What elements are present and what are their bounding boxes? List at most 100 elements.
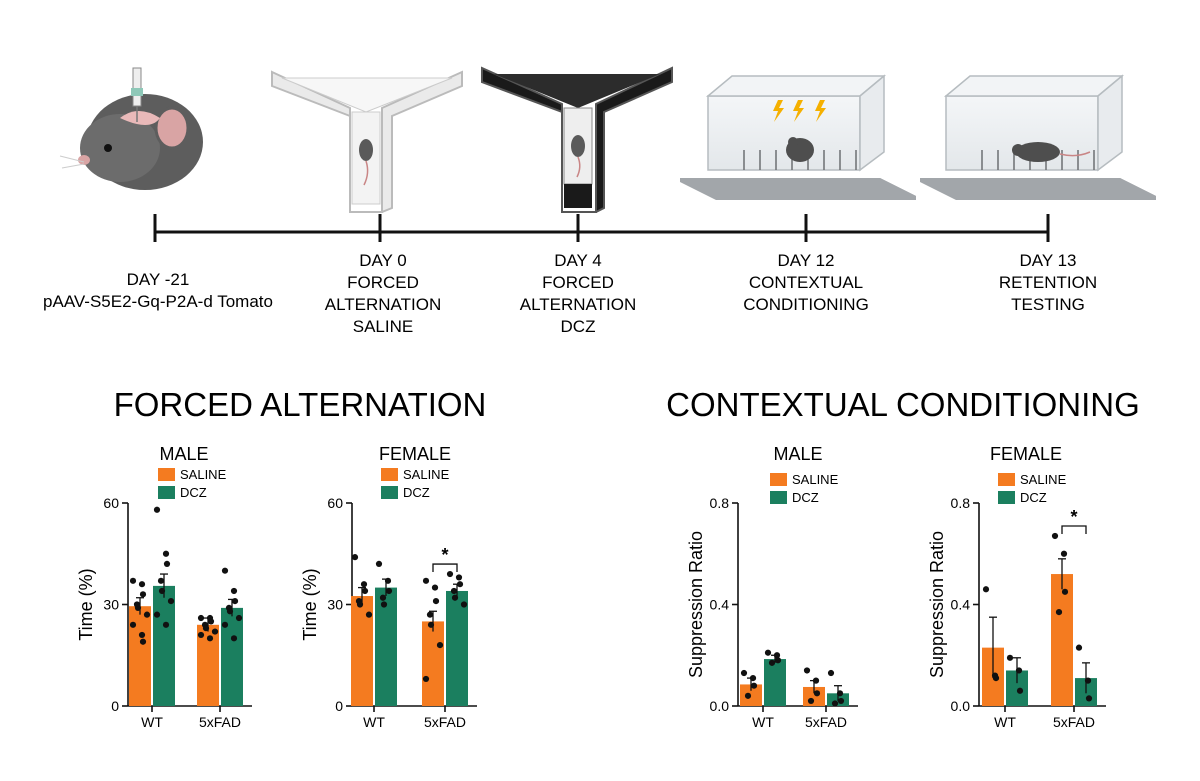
- bar: [764, 659, 786, 706]
- data-point: [380, 601, 388, 608]
- bar: [351, 596, 373, 706]
- data-point: [436, 642, 444, 649]
- timeline-label-line: FORCED: [542, 273, 614, 292]
- data-point: [139, 591, 147, 598]
- x-tick-label: 5xFAD: [199, 714, 241, 730]
- data-point: [460, 601, 468, 608]
- data-point: [1085, 695, 1093, 702]
- y-axis-label: Time (%): [76, 568, 96, 640]
- legend-label: SALINE: [1020, 472, 1067, 487]
- data-point: [202, 625, 210, 632]
- data-point: [1015, 667, 1023, 674]
- significance-bracket: [1061, 525, 1087, 534]
- data-point: [455, 574, 463, 581]
- data-point: [360, 581, 368, 588]
- data-point: [365, 611, 373, 618]
- data-point: [831, 700, 839, 707]
- data-point: [1061, 588, 1069, 595]
- data-point: [773, 652, 781, 659]
- data-point: [221, 621, 229, 628]
- data-point: [750, 682, 758, 689]
- timeline-label-day-minus-21: DAY -21 pAAV-S5E2-Gq-P2A-d Tomato: [43, 270, 273, 311]
- data-point: [129, 577, 137, 584]
- data-point: [426, 611, 434, 618]
- data-point: [1016, 687, 1024, 694]
- timeline-label-day-4: DAY 4 FORCED ALTERNATION DCZ: [520, 251, 637, 336]
- legend-label: SALINE: [403, 467, 450, 482]
- legend-label: DCZ: [792, 490, 819, 505]
- legend-label: SALINE: [180, 467, 227, 482]
- x-tick-label: WT: [752, 714, 774, 730]
- timeline-label-line: CONTEXTUAL: [749, 273, 863, 292]
- data-point: [740, 669, 748, 677]
- data-point: [153, 611, 161, 618]
- data-point: [422, 577, 430, 584]
- data-point: [162, 550, 170, 557]
- timeline-label-line: RETENTION: [999, 273, 1097, 292]
- mouse-injection-illustration: [59, 67, 203, 190]
- y-tick-label: 0.8: [951, 495, 971, 511]
- y-tick-label: 0.4: [951, 597, 971, 613]
- data-point: [813, 690, 821, 697]
- data-point: [450, 587, 458, 595]
- data-point: [827, 669, 835, 677]
- timeline-label-line: DAY 0: [359, 251, 407, 270]
- data-point: [167, 598, 175, 605]
- data-point: [432, 598, 440, 605]
- data-point: [768, 659, 776, 666]
- data-point: [982, 586, 990, 593]
- significance-marker: *: [441, 545, 448, 565]
- y-tick-label: 0.0: [951, 698, 971, 714]
- data-point: [221, 567, 229, 574]
- legend-swatch: [770, 491, 787, 504]
- timeline: DAY -21 pAAV-S5E2-Gq-P2A-d Tomato DAY 0 …: [43, 214, 1097, 336]
- data-point: [427, 621, 435, 628]
- timeline-label-day-0: DAY 0 FORCED ALTERNATION SALINE: [325, 251, 442, 336]
- x-tick-label: 5xFAD: [1053, 714, 1095, 730]
- timeline-label-line: pAAV-S5E2-Gq-P2A-d Tomato: [43, 292, 273, 311]
- bar: [375, 587, 397, 706]
- y-tick-label: 30: [327, 597, 343, 613]
- data-point: [197, 631, 205, 639]
- legend-label: DCZ: [180, 485, 207, 500]
- x-tick-label: WT: [363, 714, 385, 730]
- data-point: [446, 570, 454, 578]
- data-point: [744, 692, 752, 699]
- bar: [221, 607, 243, 706]
- section-title-forced-alternation: FORCED ALTERNATION: [114, 386, 487, 423]
- bar: [1006, 670, 1028, 706]
- data-point: [226, 608, 234, 615]
- data-point: [1006, 654, 1014, 661]
- data-point: [812, 677, 820, 684]
- bar: [197, 624, 219, 706]
- timeline-label-line: DAY -21: [127, 270, 190, 289]
- data-point: [807, 697, 815, 705]
- legend-swatch: [998, 473, 1015, 486]
- x-tick-label: WT: [994, 714, 1016, 730]
- timeline-label-day-12: DAY 12 CONTEXTUAL CONDITIONING: [743, 251, 869, 314]
- data-point: [230, 635, 238, 642]
- data-point: [992, 674, 1000, 682]
- x-tick-label: 5xFAD: [424, 714, 466, 730]
- y-tick-label: 0.8: [710, 495, 730, 511]
- timeline-label-line: CONDITIONING: [743, 295, 869, 314]
- data-point: [207, 618, 215, 625]
- timeline-label-line: SALINE: [353, 317, 413, 336]
- data-point: [1051, 532, 1059, 540]
- data-point: [803, 667, 811, 674]
- bar: [129, 606, 151, 706]
- data-point: [356, 601, 364, 608]
- significance-bracket: [432, 563, 458, 573]
- y-tick-label: 60: [327, 495, 343, 511]
- data-point: [143, 611, 151, 618]
- data-point: [231, 598, 239, 605]
- significance-marker: *: [1070, 507, 1077, 527]
- legend-swatch: [770, 473, 787, 486]
- bar: [446, 590, 468, 706]
- data-point: [206, 635, 214, 642]
- data-point: [197, 614, 205, 622]
- data-point: [230, 587, 238, 595]
